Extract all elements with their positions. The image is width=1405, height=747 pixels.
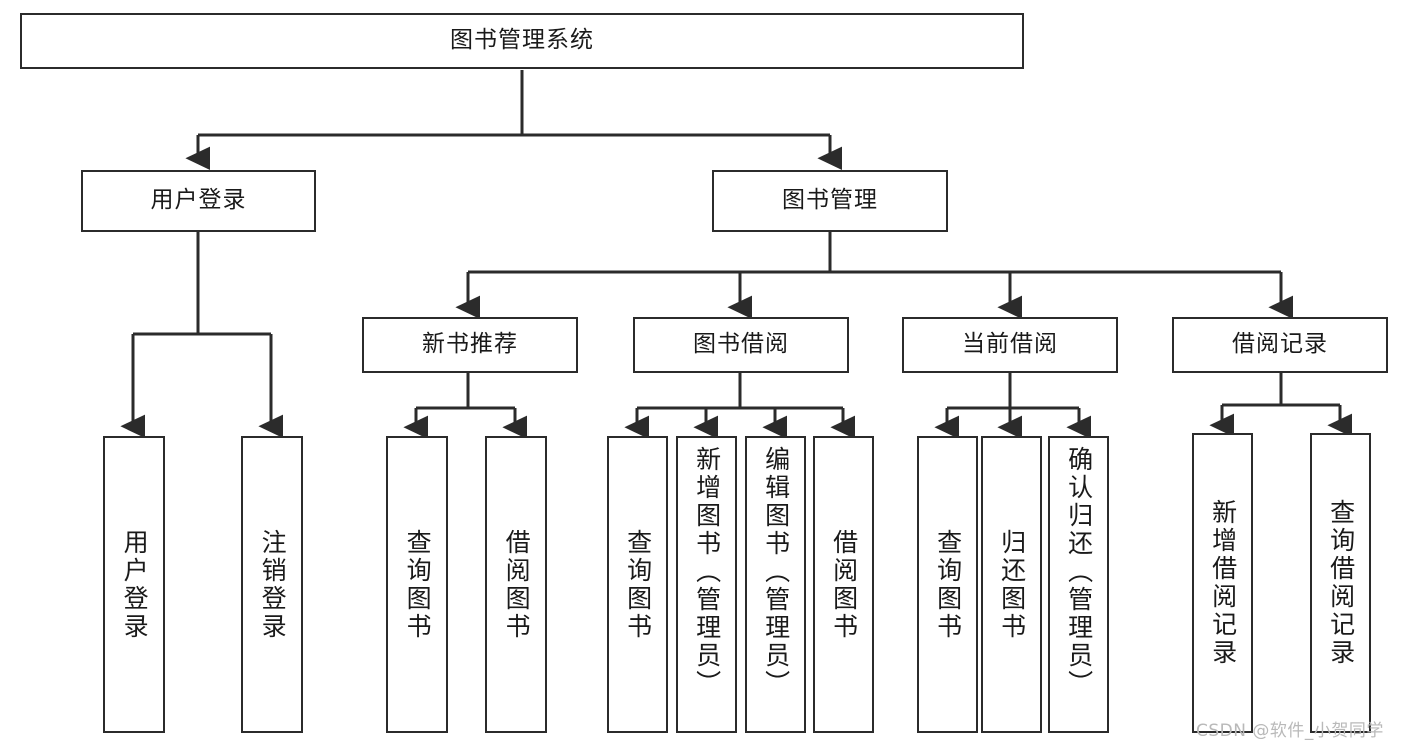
- node-label: 新增借阅记录: [1208, 499, 1238, 667]
- node-label: 新书推荐: [422, 331, 518, 358]
- node-label: 查询图书: [933, 528, 963, 641]
- node-label: 图书管理系统: [450, 27, 594, 54]
- node-label: 图书借阅: [693, 331, 789, 358]
- leaf-borrow-borrow-book[interactable]: 借阅图书: [813, 436, 874, 733]
- leaf-current-return-book[interactable]: 归还图书: [981, 436, 1042, 733]
- node-current-borrow[interactable]: 当前借阅: [902, 317, 1118, 373]
- leaf-borrow-query-book[interactable]: 查询图书: [607, 436, 668, 733]
- leaf-borrow-edit-book[interactable]: 编辑图书（管理员）: [745, 436, 806, 733]
- leaf-records-query-record[interactable]: 查询借阅记录: [1310, 433, 1371, 733]
- leaf-borrow-add-book[interactable]: 新增图书（管理员）: [676, 436, 737, 733]
- node-root-system[interactable]: 图书管理系统: [20, 13, 1024, 69]
- leaf-new-book-query[interactable]: 查询图书: [386, 436, 448, 733]
- node-label: 图书管理: [782, 187, 878, 214]
- node-book-borrow[interactable]: 图书借阅: [633, 317, 849, 373]
- node-label: 注销登录: [258, 528, 288, 641]
- node-label: 查询借阅记录: [1326, 499, 1356, 667]
- node-label: 查询图书: [403, 528, 433, 641]
- node-label: 借阅图书: [829, 528, 859, 641]
- leaf-user-login-logout[interactable]: 注销登录: [241, 436, 303, 733]
- node-label: 查询图书: [623, 528, 653, 641]
- node-user-login[interactable]: 用户登录: [81, 170, 316, 232]
- leaf-current-confirm-return[interactable]: 确认归还（管理员）: [1048, 436, 1109, 733]
- leaf-records-add-record[interactable]: 新增借阅记录: [1192, 433, 1253, 733]
- node-label: 归还图书: [997, 528, 1027, 641]
- leaf-user-login-login[interactable]: 用户登录: [103, 436, 165, 733]
- node-label: 新增图书（管理员）: [692, 446, 722, 698]
- node-borrow-records[interactable]: 借阅记录: [1172, 317, 1388, 373]
- node-label: 当前借阅: [962, 331, 1058, 358]
- leaf-new-book-borrow[interactable]: 借阅图书: [485, 436, 547, 733]
- csdn-watermark: CSDN @软件_小贺同学: [1196, 721, 1384, 741]
- node-label: 借阅记录: [1232, 331, 1328, 358]
- node-label: 借阅图书: [502, 528, 532, 641]
- node-label: 编辑图书（管理员）: [761, 446, 791, 698]
- node-new-book-recommend[interactable]: 新书推荐: [362, 317, 578, 373]
- leaf-current-query-book[interactable]: 查询图书: [917, 436, 978, 733]
- node-label: 用户登录: [150, 187, 247, 214]
- node-label: 确认归还（管理员）: [1064, 446, 1094, 698]
- node-label: 用户登录: [120, 528, 150, 641]
- node-book-management[interactable]: 图书管理: [712, 170, 948, 232]
